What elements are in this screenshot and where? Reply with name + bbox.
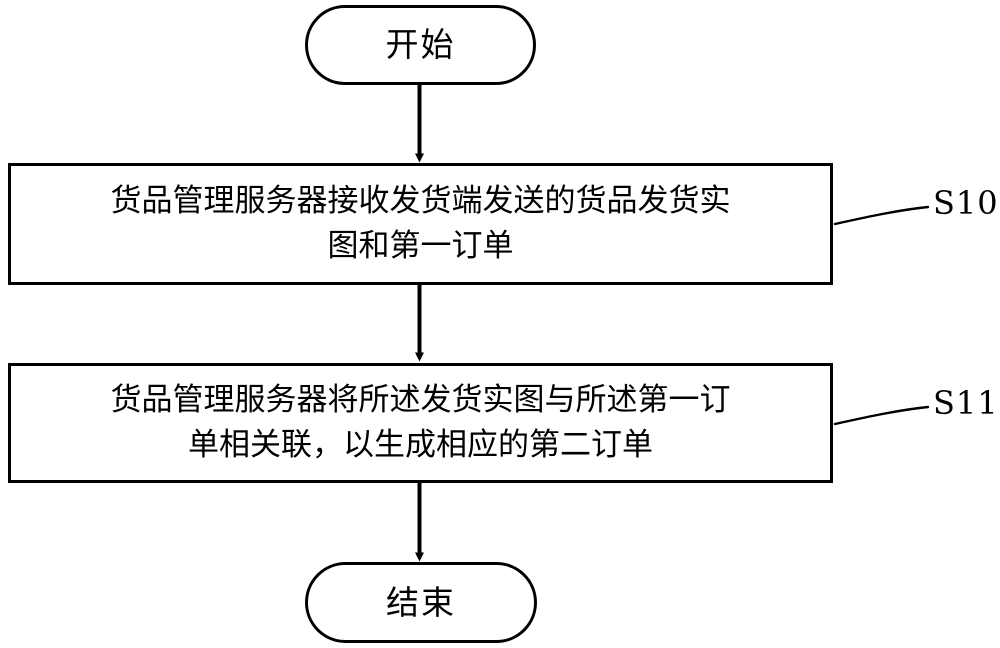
flow-node-end[interactable]: 结束 <box>305 562 537 643</box>
flow-node-step-s11-line2: 单相关联，以生成相应的第二订单 <box>188 427 653 463</box>
flow-node-step-s10-line1: 货品管理服务器接收发货端发送的货品发货实 <box>110 183 731 220</box>
flow-node-step-s11[interactable]: 货品管理服务器将所述发货实图与所述第一订 单相关联，以生成相应的第二订单 <box>8 363 833 483</box>
step-reference-label-s10: S10 <box>933 184 999 222</box>
leader-line-s10 <box>833 205 930 226</box>
flow-node-start-label: 开始 <box>385 25 456 65</box>
step-reference-label-s11: S11 <box>933 384 999 422</box>
leader-line-s11 <box>833 405 930 426</box>
flow-node-step-s11-text: 货品管理服务器将所述发货实图与所述第一订 单相关联，以生成相应的第二订单 <box>11 378 830 468</box>
flow-node-end-label: 结束 <box>386 582 456 622</box>
flow-node-step-s10[interactable]: 货品管理服务器接收发货端发送的货品发货实 图和第一订单 <box>8 163 833 285</box>
flow-node-step-s11-line1: 货品管理服务器将所述发货实图与所述第一订 <box>110 382 731 419</box>
flow-node-step-s10-text: 货品管理服务器接收发货端发送的货品发货实 图和第一订单 <box>11 179 830 269</box>
flow-node-step-s10-line2: 图和第一订单 <box>327 228 514 264</box>
flow-node-start[interactable]: 开始 <box>305 5 536 85</box>
